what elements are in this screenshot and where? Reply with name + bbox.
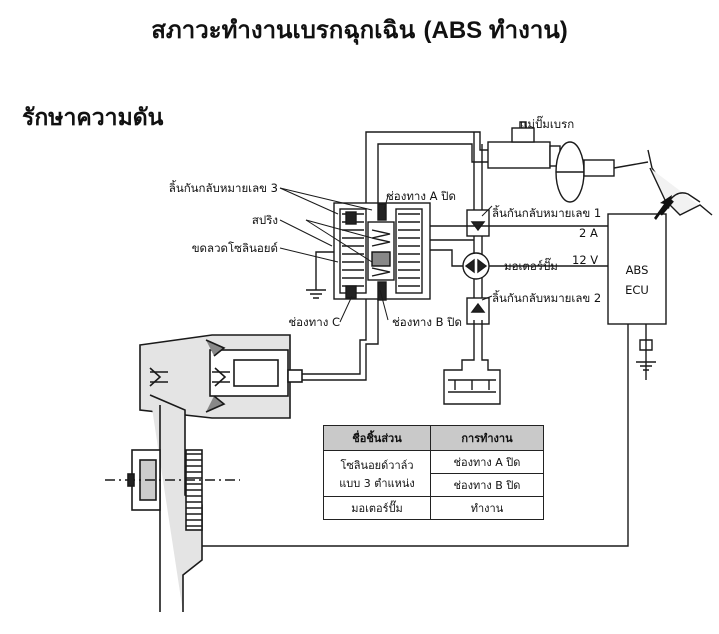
label-check-valve-3: ลิ้นกันกลับหมายเลข 3 bbox=[168, 181, 278, 195]
table-row: มอเตอร์ปั๊ม ทำงาน bbox=[323, 496, 544, 520]
title-thai: สภาวะทำงานเบรกฉุกเฉิน bbox=[151, 15, 416, 44]
table-row: โซลินอยด์วาล์ว แบบ 3 ตำแหน่ง ช่องทาง A ป… bbox=[323, 450, 544, 497]
table-cell-part-line1: โซลินอยด์วาล์ว bbox=[340, 458, 414, 472]
table-header-part: ชื่อชิ้นส่วน bbox=[323, 425, 431, 451]
page-title: สภาวะทำงานเบรกฉุกเฉิน (ABS ทำงาน) bbox=[0, 10, 719, 49]
label-voltage: 12 V bbox=[572, 253, 599, 267]
wheel-cylinder bbox=[139, 334, 303, 419]
label-brake-pump: แม่ปั๊มเบรก bbox=[520, 117, 575, 131]
brake-booster bbox=[555, 141, 671, 203]
table-row: ช่องทาง B ปิด bbox=[324, 473, 544, 497]
label-abs-ecu-line2: ECU bbox=[625, 283, 649, 297]
label-check-valve-1: ลิ้นกันกลับหมายเลข 1 bbox=[492, 206, 602, 220]
table-cell-op: ทำงาน bbox=[430, 496, 544, 520]
label-port-a-closed: ช่องทาง A ปิด bbox=[386, 189, 456, 203]
leader-lines bbox=[279, 187, 500, 323]
reservoir bbox=[443, 320, 501, 405]
label-port-b-closed: ช่องทาง B ปิด bbox=[392, 315, 462, 329]
label-solenoid-coil: ขดลวดโซลินอยด์ bbox=[191, 241, 278, 255]
table-cell-part: มอเตอร์ปั๊ม bbox=[323, 496, 431, 520]
section-subtitle: รักษาความดัน bbox=[22, 104, 164, 131]
label-current: 2 A bbox=[579, 226, 598, 240]
table-header-row: ชื่อชิ้นส่วน การทำงาน bbox=[323, 425, 544, 451]
pump-circuit bbox=[430, 132, 608, 325]
label-check-valve-2: ลิ้นกันกลับหมายเลข 2 bbox=[492, 291, 602, 305]
solenoid-valve-assembly bbox=[333, 202, 431, 301]
table-cell-op: ช่องทาง B ปิด bbox=[430, 473, 544, 497]
title-abs: (ABS ทำงาน) bbox=[423, 17, 568, 44]
wheel-hub bbox=[105, 394, 240, 612]
pipe-to-wheel bbox=[300, 299, 379, 381]
table-cell-op: ช่องทาง A ปิด bbox=[430, 450, 544, 474]
table-cell-part: โซลินอยด์วาล์ว แบบ 3 ตำแหน่ง bbox=[323, 450, 431, 497]
table-cell-part-line2: แบบ 3 ตำแหน่ง bbox=[339, 476, 415, 490]
brake-pedal bbox=[649, 167, 713, 216]
master-cylinder bbox=[487, 121, 561, 169]
ground-symbol-solenoid bbox=[306, 251, 334, 299]
label-spring: สปริง bbox=[251, 213, 278, 227]
label-pump-motor: มอเตอร์ปั๊ม bbox=[504, 259, 558, 273]
ecu-input-arrow bbox=[654, 195, 672, 220]
label-abs-ecu-line1: ABS bbox=[625, 263, 649, 277]
component-table: ชื่อชิ้นส่วน การทำงาน โซลินอยด์วาล์ว แบบ… bbox=[323, 425, 544, 520]
label-port-c: ช่องทาง C bbox=[288, 315, 340, 329]
table-header-operation: การทำงาน bbox=[430, 425, 544, 451]
